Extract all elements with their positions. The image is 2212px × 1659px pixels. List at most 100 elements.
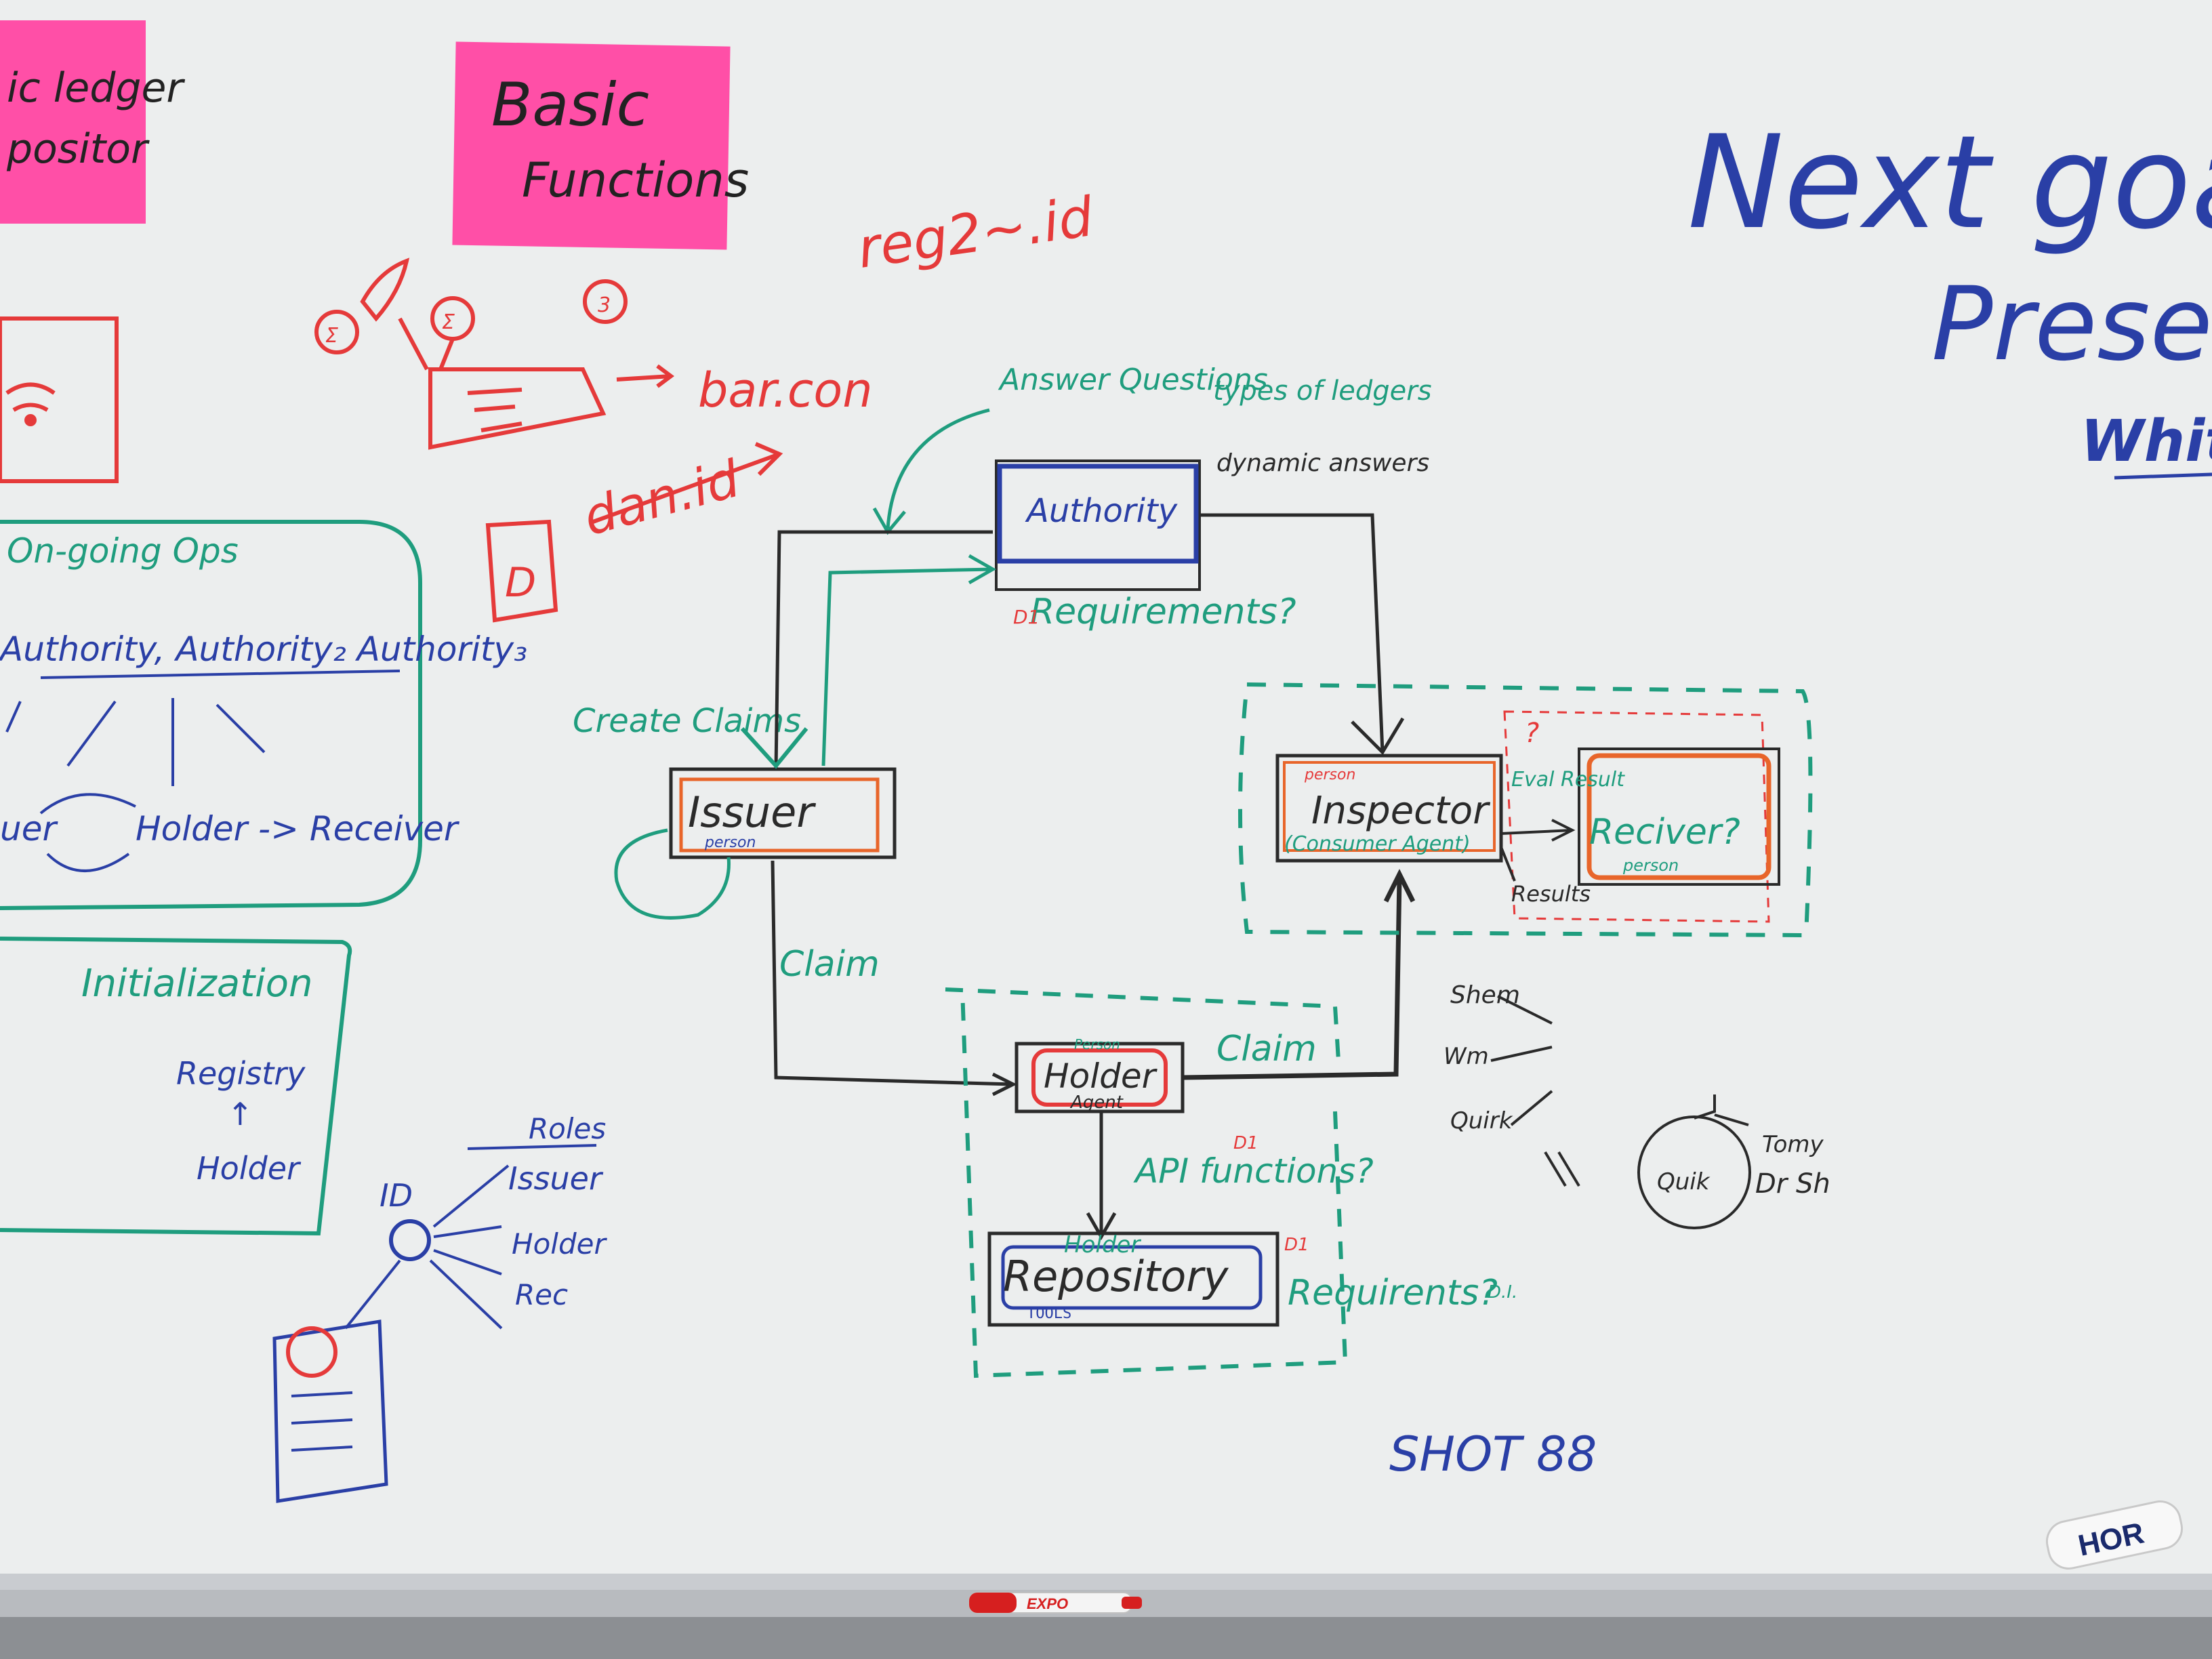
- sticky-basic-line1: Basic: [491, 70, 649, 140]
- results-text: Results: [1511, 881, 1591, 907]
- note-n1: Shem: [1450, 981, 1520, 1009]
- ongoing-title: On-going Ops: [7, 531, 239, 571]
- issuer-node: Issuer person Create Claims: [573, 702, 897, 920]
- sticky-note-left: ic ledger positor: [0, 20, 185, 224]
- inspector-label: Inspector: [1311, 789, 1490, 833]
- authority-node: Authority Answer Questions types of ledg…: [995, 363, 1432, 632]
- authority-d1: D1: [1013, 606, 1040, 628]
- black-notes: Shem Wm Quirk Quik Tomy Dr Sh: [1443, 981, 1830, 1229]
- issuer-to-holder-arrow: [771, 860, 1017, 1097]
- holder-group-dashed: [945, 987, 1348, 1378]
- inspector-node: Inspector (Consumer Agent) person: [1275, 754, 1503, 863]
- roles-holder: Holder: [512, 1227, 607, 1261]
- init-arrow: ↑: [227, 1096, 253, 1132]
- init-registry: Registry: [176, 1055, 306, 1092]
- shot-text: SHOT 88: [1389, 1427, 1597, 1482]
- receiver-node: Reciver? person ?: [1525, 718, 1780, 886]
- document-sketch-icon: [272, 1319, 388, 1503]
- ongoing-ops-box: On-going Ops Authority, Authority₂ Autho…: [0, 520, 527, 910]
- badge-icon-1: [314, 310, 359, 354]
- roles-sketch: Roles ID Issuer Holder Rec: [272, 1112, 607, 1503]
- holder-to-inspector-arrow: [1182, 869, 1416, 1080]
- authority-dynamic: dynamic answers: [1216, 449, 1429, 477]
- note-n3: Quirk: [1450, 1107, 1513, 1134]
- expo-marker[interactable]: EXPO: [968, 1592, 1142, 1614]
- red-doodles: [0, 258, 783, 623]
- issuer-label: Issuer: [688, 787, 816, 837]
- note-t2: Dr Sh: [1755, 1168, 1830, 1200]
- repository-d1b: D.I.: [1488, 1282, 1517, 1303]
- doc-d-box: [485, 519, 558, 623]
- note-n2: Wm: [1443, 1043, 1489, 1070]
- sticky-left-line1: ic ledger: [7, 64, 185, 112]
- authority-label: Authority: [1025, 492, 1178, 530]
- holder-to-repository-arrow: [1086, 1111, 1117, 1241]
- repository-bottom: TOOLS: [1027, 1305, 1071, 1322]
- arrow-dan: [592, 442, 783, 524]
- inspector-sub: (Consumer Agent): [1284, 832, 1471, 856]
- white-text: White: [2081, 408, 2212, 475]
- api-functions-text: API functions?: [1133, 1151, 1374, 1191]
- badge-icon-3: [583, 279, 628, 324]
- init-holder: Holder: [197, 1150, 302, 1187]
- sticky-note-basic-functions: Basic Functions: [452, 41, 749, 250]
- holder-top: Person: [1074, 1036, 1120, 1052]
- authority-types: types of ledgers: [1213, 375, 1432, 407]
- eval-result-text: Eval Result: [1511, 768, 1625, 792]
- receiver-question: ?: [1525, 718, 1539, 749]
- id-label: ID: [380, 1177, 413, 1214]
- repository-label: Repository: [1003, 1252, 1229, 1301]
- note-t1: Tomy: [1762, 1131, 1824, 1158]
- authority-requirements: Requirements?: [1030, 592, 1296, 632]
- holder-node: Holder Agent Person: [1015, 1036, 1185, 1113]
- api-d1: D1: [1233, 1133, 1258, 1153]
- next-goal-heading: Next goal: [1687, 108, 2212, 258]
- initialization-box: Initialization Registry ↑ Holder: [0, 937, 352, 1236]
- id-scribble-icon: [389, 1219, 431, 1261]
- repository-top: Holder: [1064, 1231, 1141, 1258]
- doc-d-letter: D: [505, 559, 536, 607]
- whiteboard-surface: [0, 0, 2212, 1579]
- roles-rec: Rec: [515, 1278, 568, 1311]
- ongoing-flow-mid: Holder -> Receiver: [136, 809, 460, 848]
- claim-left-label: Claim: [779, 944, 880, 985]
- authority-to-inspector-arrow: [1200, 513, 1405, 756]
- holder-sub: Agent: [1069, 1092, 1124, 1113]
- corner-badge: HOR: [2045, 1500, 2184, 1570]
- badge-text-1: Σ: [325, 324, 338, 348]
- sticky-basic-line2: Functions: [522, 152, 749, 208]
- wifi-device-box: [0, 316, 119, 483]
- wifi-icon: [5, 382, 56, 412]
- authority-answer: Answer Questions: [998, 363, 1268, 397]
- roles-heading: Roles: [529, 1112, 606, 1145]
- ongoing-flow-left: uer: [0, 809, 58, 848]
- present-text: Present: [1931, 266, 2212, 384]
- receiver-sub: person: [1622, 856, 1679, 875]
- init-title: Initialization: [81, 962, 313, 1006]
- issuer-to-authority-arrow: [821, 554, 997, 766]
- holder-label: Holder: [1044, 1057, 1158, 1096]
- repository-requirements: Requirents?: [1288, 1273, 1498, 1313]
- marker-label: EXPO: [1027, 1595, 1068, 1612]
- claim-right-label: Claim: [1216, 1029, 1317, 1069]
- receiver-label: Reciver?: [1589, 812, 1740, 853]
- board-frame-bottom: [0, 1574, 2212, 1590]
- inspector-top: person: [1304, 766, 1355, 783]
- ongoing-arrows: [5, 698, 266, 786]
- receiver-group-dashed: [1503, 710, 1770, 923]
- badge-text-3: 3: [598, 293, 611, 317]
- issuer-self-loop: [614, 828, 731, 920]
- repository-d1: D1: [1284, 1235, 1309, 1255]
- bar-con-text: bar.con: [698, 363, 873, 418]
- card-sketch: [428, 367, 607, 450]
- authorities-text: Authority, Authority₂ Authority₃: [0, 630, 527, 669]
- roles-issuer: Issuer: [508, 1160, 604, 1197]
- repository-node: Repository Holder TOOLS Requirents? D1 D…: [987, 1231, 1517, 1327]
- create-claims-text: Create Claims: [573, 702, 801, 740]
- issuer-sub: person: [704, 834, 756, 851]
- sticky-left-line2: positor: [6, 125, 150, 173]
- pen-nib-icon: [360, 258, 410, 322]
- arrow-bar: [616, 364, 674, 388]
- note-circle-text: Quik: [1657, 1168, 1711, 1195]
